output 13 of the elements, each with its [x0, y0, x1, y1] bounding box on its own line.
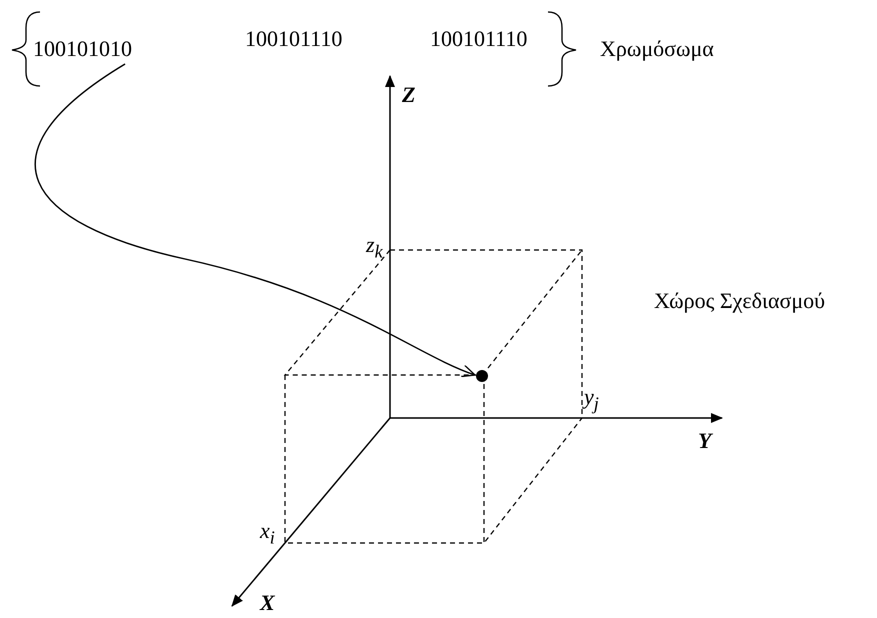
coordinate-label: z$_{k}$ [366, 232, 383, 264]
point-marker [476, 370, 488, 382]
axis-label: Y [698, 428, 712, 454]
coordinate-label: x$_{i}$ [260, 518, 275, 550]
axis-label: X [260, 590, 275, 616]
axis-label: Z [402, 82, 416, 108]
design-space-label: Χώρος Σχεδιασμού [654, 288, 826, 314]
chromosome-label: Χρωμόσωμα [600, 36, 714, 62]
bit-string: 100101010 [33, 36, 132, 62]
coordinate-label: y$_{j}$ [584, 384, 599, 416]
curved-arrow [34, 63, 476, 377]
bit-string: 100101110 [430, 26, 528, 52]
bit-string: 100101110 [245, 26, 342, 52]
